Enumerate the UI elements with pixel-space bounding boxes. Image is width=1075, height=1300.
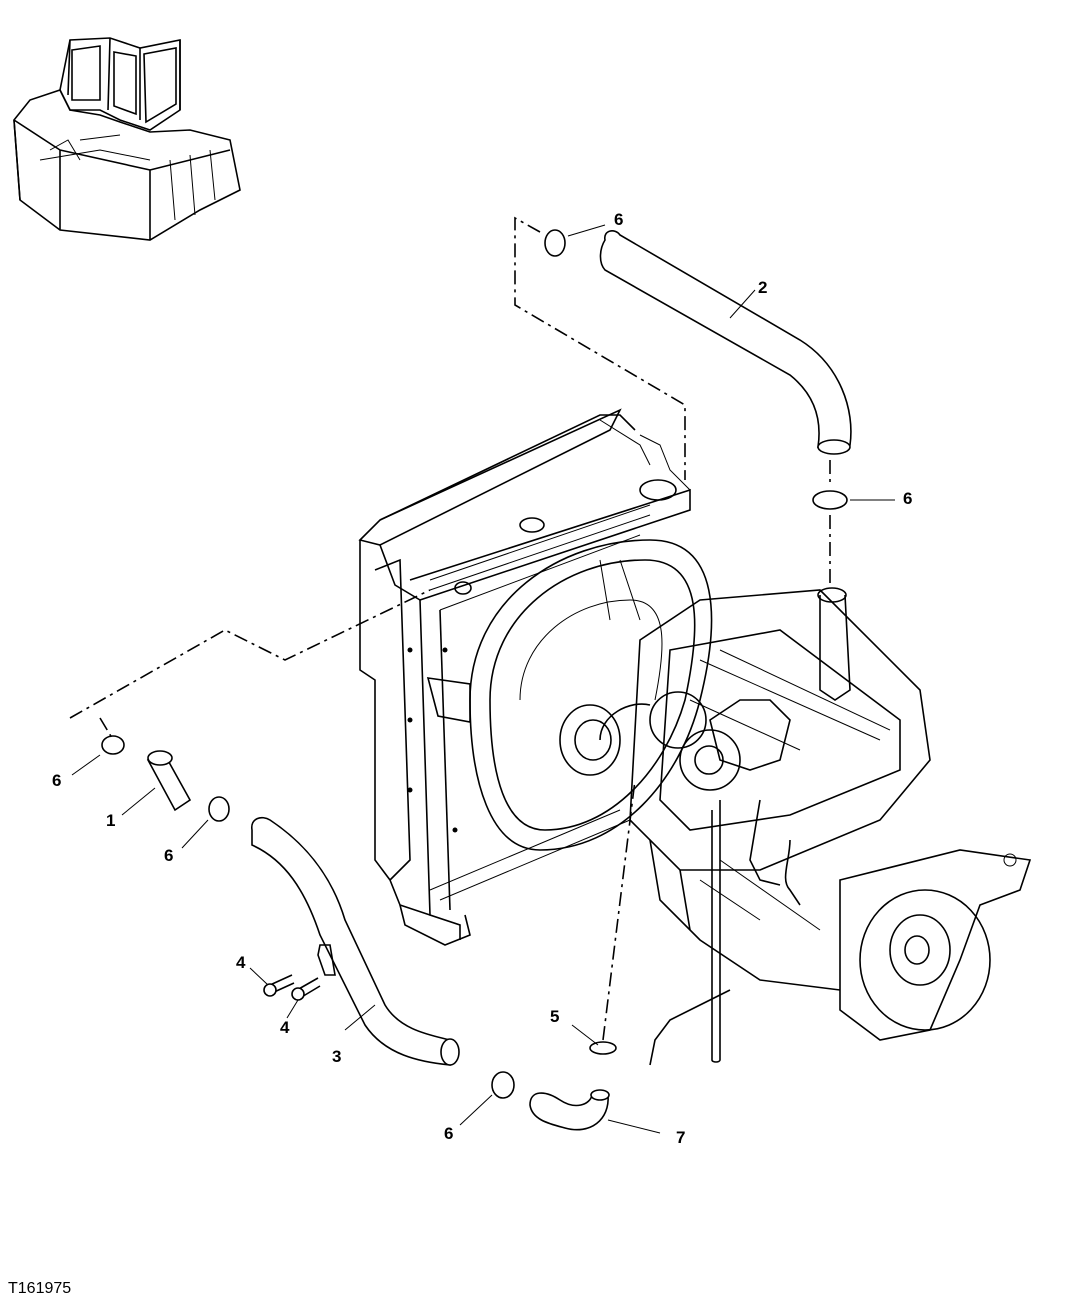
elbow-hose [529, 1089, 610, 1131]
engine [599, 587, 931, 1066]
figure-id-label: T161975 [8, 1280, 72, 1297]
callout-6-mid: 6 [164, 846, 173, 865]
callout-6-right: 6 [903, 489, 912, 508]
callout-4-lower: 4 [280, 1018, 290, 1037]
callout-7: 7 [676, 1128, 685, 1147]
callout-6-left: 6 [52, 771, 61, 790]
upper-radiator-hose [599, 230, 852, 455]
callout-2: 2 [758, 278, 767, 297]
callout-6-bottom: 6 [444, 1124, 453, 1143]
leader-lines [71, 224, 895, 1134]
turbocharger [559, 691, 741, 791]
hose-clamp-icon [101, 229, 848, 1099]
radiator [358, 408, 691, 946]
lower-radiator-hose [251, 816, 460, 1066]
callout-1: 1 [106, 811, 115, 830]
machine-locator-icon [13, 37, 241, 241]
callout-6-top: 6 [614, 210, 623, 229]
fan-shroud [469, 539, 713, 851]
routing-lines [69, 216, 831, 1041]
callout-5: 5 [550, 1007, 559, 1026]
bolt-icon [263, 974, 321, 1001]
callout-4-upper: 4 [236, 953, 246, 972]
callout-3: 3 [332, 1047, 341, 1066]
connector-hose [146, 750, 192, 812]
flywheel-housing [839, 849, 1032, 1041]
